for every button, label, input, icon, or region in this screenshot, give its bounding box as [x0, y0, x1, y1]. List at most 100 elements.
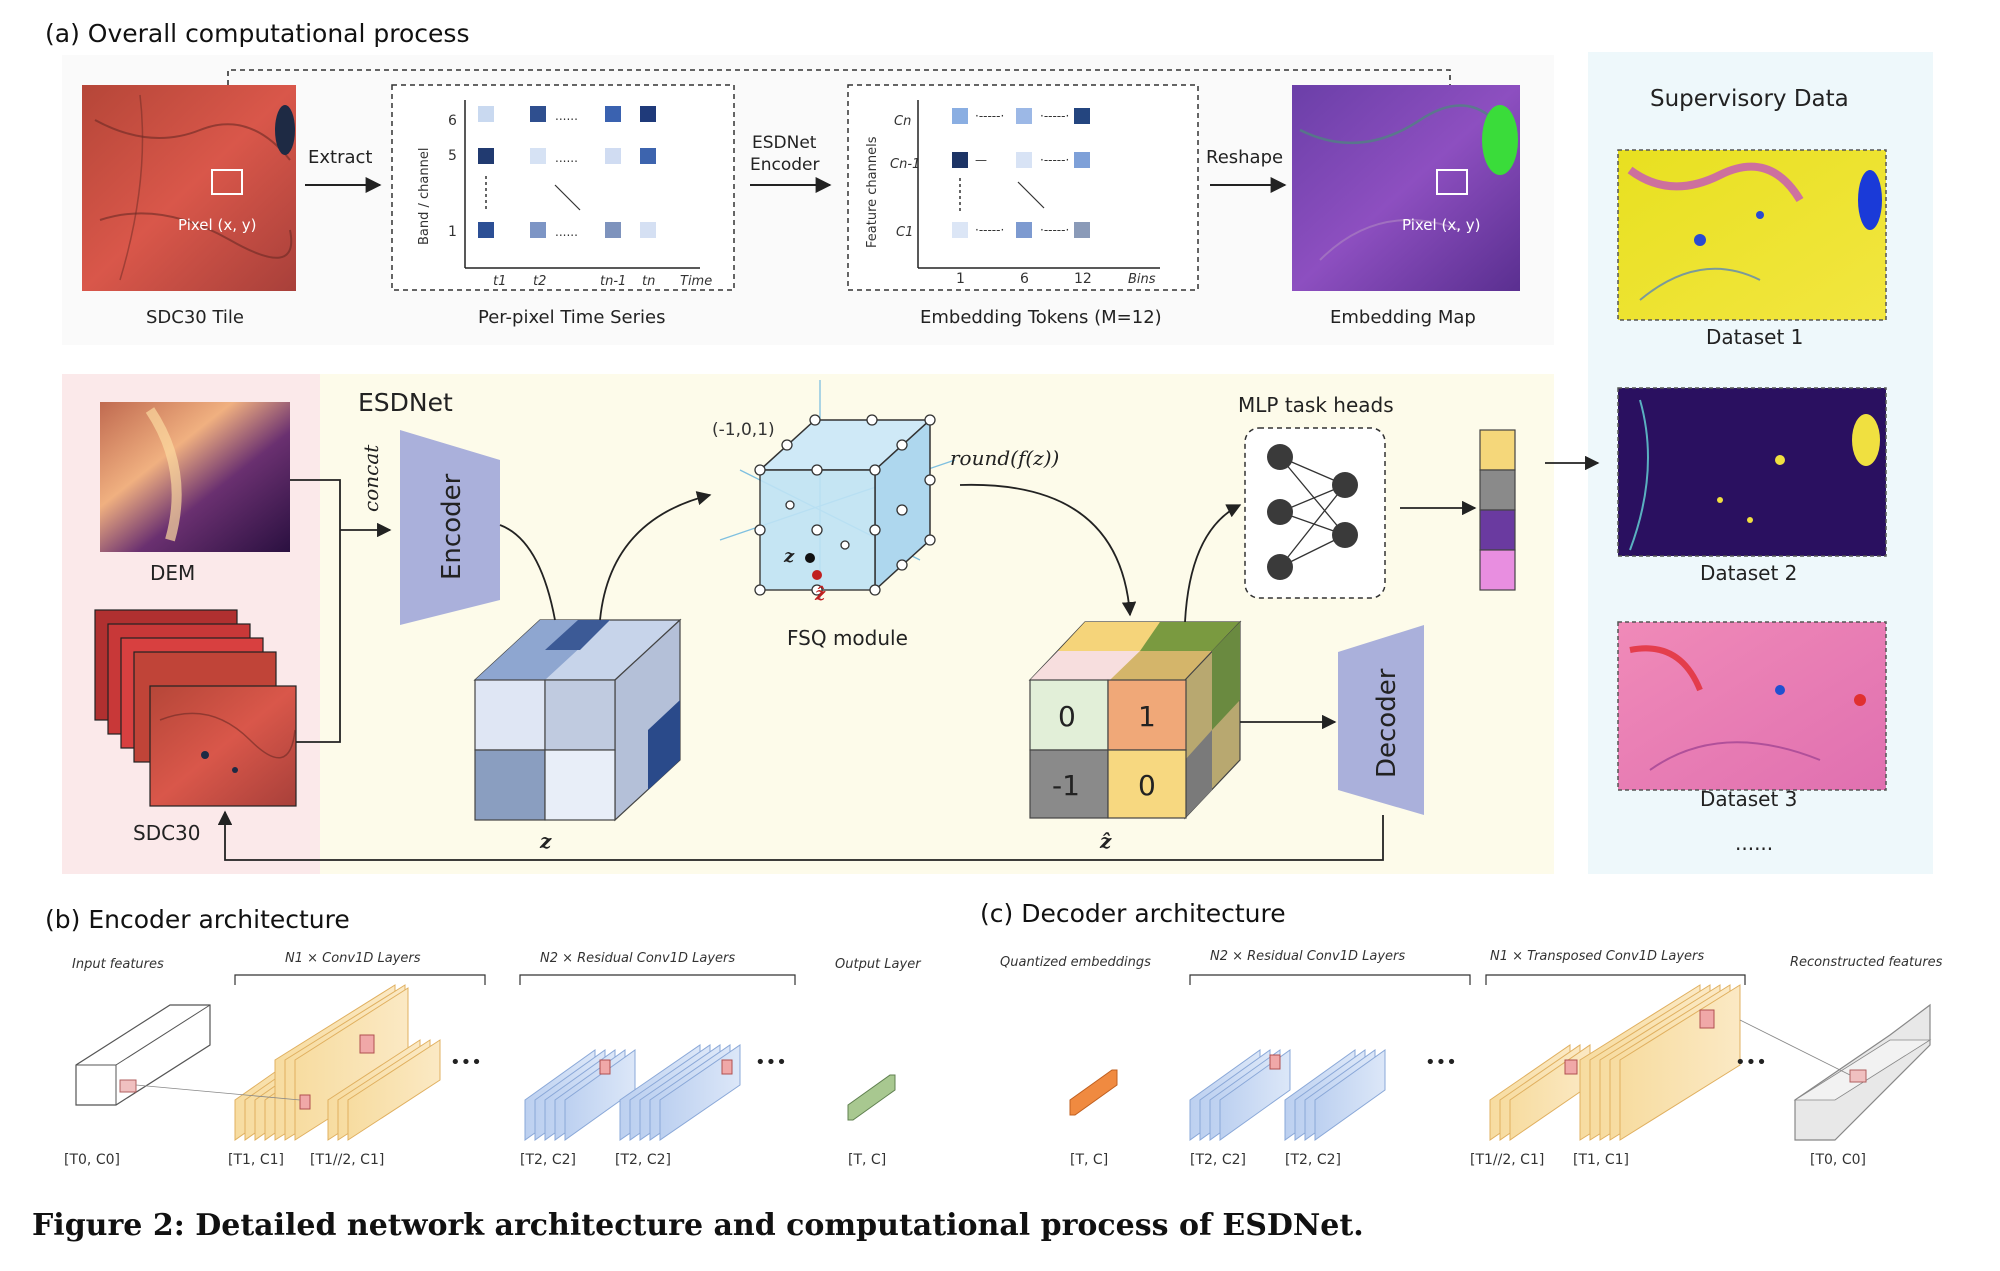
emb-ytick: Cn [894, 114, 911, 129]
dec-tconv-label: N1 × Transposed Conv1D Layers [1490, 949, 1704, 964]
fsq-z-label: z [783, 546, 795, 567]
cube-value: -1 [1052, 769, 1080, 802]
ts-ylabel: Band / channel [417, 148, 432, 245]
dataset-2-image [1617, 387, 1887, 557]
zhat-label: ẑ [1099, 829, 1112, 853]
ts-label: Per-pixel Time Series [478, 307, 665, 328]
ts-xtick: t1 [493, 274, 506, 289]
enc-arrow-label-2: Encoder [750, 155, 820, 175]
enc-ellipsis: ••• [450, 1052, 482, 1073]
mlp-block [1244, 427, 1386, 599]
cube-value: 0 [1138, 769, 1156, 802]
z-to-fsq-arrow [599, 491, 712, 621]
emb-xtick: 6 [1020, 271, 1029, 287]
section-b-title: (b) Encoder architecture [45, 905, 350, 934]
enc-dim: [T2, C2] [520, 1152, 576, 1168]
reshape-label: Reshape [1206, 147, 1283, 168]
svg-text:......: ...... [555, 109, 578, 123]
dataset-label: Dataset 1 [1706, 325, 1803, 349]
z-label: z [539, 829, 552, 853]
sdc30-label: SDC30 [133, 821, 201, 845]
dec-input-label: Quantized embeddings [1000, 955, 1151, 970]
dec-ellipsis: ••• [1735, 1052, 1767, 1073]
dec-dim: [T1//2, C1] [1470, 1152, 1544, 1168]
ts-xtick: t2 [533, 274, 546, 289]
svg-text:·-----·: ·-----· [1040, 223, 1069, 237]
ts-ytick: 1 [448, 224, 457, 240]
enc-arrow-label-1: ESDNet [752, 133, 817, 153]
tile-label: SDC30 Tile [146, 307, 244, 328]
supervisory-title: Supervisory Data [1650, 86, 1849, 112]
dec-res-label: N2 × Residual Conv1D Layers [1210, 949, 1405, 964]
ts-ytick: 6 [448, 113, 457, 129]
fsq-module-label: FSQ module [787, 626, 908, 650]
emb-xtick: 12 [1074, 271, 1092, 287]
tile-pixel-label: Pixel (x, y) [178, 216, 256, 234]
enc-dim: [T1, C1] [228, 1152, 284, 1168]
emb-xtick: 1 [956, 271, 965, 287]
decoder-label: Decoder [1372, 668, 1402, 778]
dataset-label: Dataset 2 [1700, 561, 1797, 585]
embedding-map-image: Pixel (x, y) [1292, 85, 1520, 291]
enc-output-label: Output Layer [835, 957, 922, 972]
section-a-title: (a) Overall computational process [45, 19, 469, 48]
emb-xlabel: Bins [1128, 272, 1156, 287]
concat-line [290, 479, 341, 743]
enc-res-label: N2 × Residual Conv1D Layers [540, 951, 735, 966]
ts-ytick: 5 [448, 148, 457, 164]
figure-caption: Figure 2: Detailed network architecture … [32, 1208, 1364, 1243]
cube-value: 0 [1058, 700, 1076, 733]
reconstruction-loop-arrow [217, 810, 1384, 861]
fsq-vertex-label: (-1,0,1) [712, 420, 775, 440]
dec-output-label: Reconstructed features [1790, 955, 1943, 970]
emb-ytick: Cn-1 [890, 157, 920, 172]
emb-ylabel: Feature channels [865, 136, 880, 248]
ts-xlabel: Time [680, 274, 712, 289]
cube-value: 1 [1138, 700, 1156, 733]
zhat-to-mlp-arrow [1184, 504, 1242, 623]
sdc30-stack-image [94, 609, 297, 807]
emb-ytick: C1 [896, 225, 913, 240]
emb-label: Embedding Tokens (M=12) [920, 307, 1162, 328]
enc-ellipsis: ••• [755, 1052, 787, 1073]
encoder-label: Encoder [437, 473, 467, 580]
concat-label: concat [359, 444, 383, 512]
fsq-to-zhat-arrow [959, 483, 1137, 617]
enc-dim: [T, C] [848, 1152, 886, 1168]
svg-text:·-----·: ·-----· [1040, 109, 1069, 123]
ts-xtick: tn-1 [600, 274, 626, 289]
encoder-layers [75, 984, 896, 1141]
map-label: Embedding Map [1330, 307, 1476, 328]
mlp-output-vector [1479, 429, 1516, 591]
section-c-title: (c) Decoder architecture [980, 899, 1286, 928]
dec-ellipsis: ••• [1425, 1052, 1457, 1073]
dec-dim: [T0, C0] [1810, 1152, 1866, 1168]
svg-text:......: ...... [555, 151, 578, 165]
enc-input-label: Input features [72, 957, 164, 972]
enc-dim: [T1//2, C1] [310, 1152, 384, 1168]
esdnet-title: ESDNet [358, 388, 453, 417]
dataset-1-image [1617, 149, 1887, 321]
decoder-block [1338, 625, 1424, 815]
fsq-cube [719, 380, 956, 600]
dataset-label: Dataset 3 [1700, 787, 1797, 811]
dec-dim: [T2, C2] [1285, 1152, 1341, 1168]
dem-image [100, 402, 290, 552]
mlp-label: MLP task heads [1238, 393, 1394, 417]
dataset-3-image [1617, 621, 1887, 791]
enc-dim: [T0, C0] [64, 1152, 120, 1168]
enc-dim: [T2, C2] [615, 1152, 671, 1168]
round-label: round(f(z)) [950, 446, 1059, 470]
decoder-layers [1069, 984, 1932, 1141]
svg-text:·-----·: ·-----· [1040, 153, 1069, 167]
ts-cells [478, 106, 656, 238]
sdc30-tile-image: Pixel (x, y) [82, 85, 296, 291]
svg-text:·-----·: ·-----· [975, 109, 1004, 123]
zhat-cube [1028, 620, 1242, 820]
fsq-zhat-label: ẑ [814, 584, 826, 605]
encoder-block [400, 430, 500, 625]
z-cube [473, 618, 682, 822]
svg-text:......: ...... [555, 225, 578, 239]
dec-dim: [T2, C2] [1190, 1152, 1246, 1168]
